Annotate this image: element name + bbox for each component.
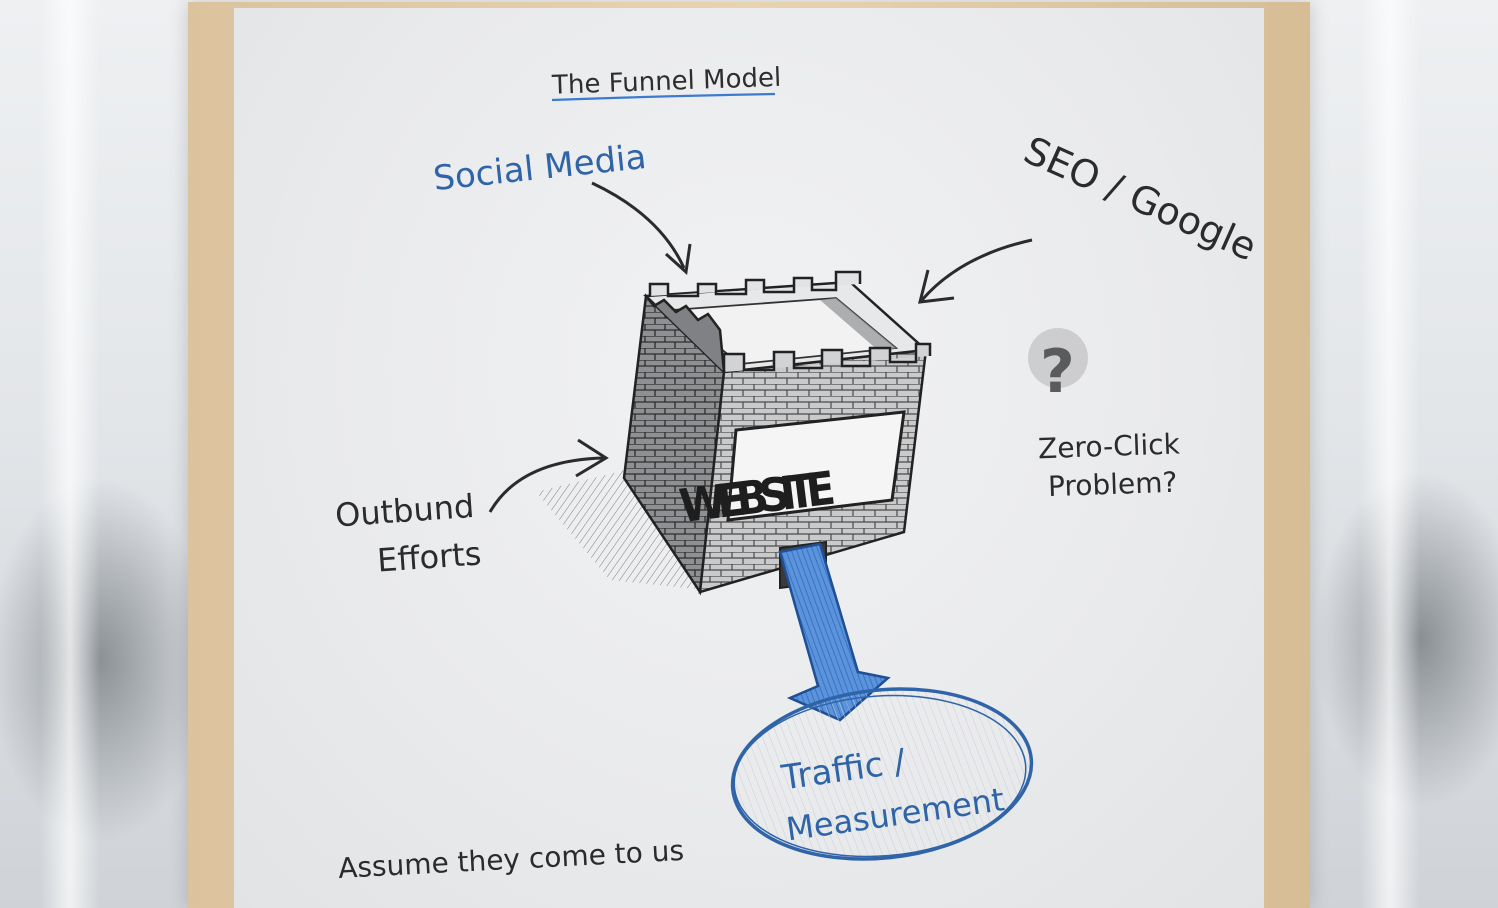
social-media-arrow bbox=[591, 181, 686, 269]
question-smudge bbox=[1028, 328, 1088, 388]
window-light bbox=[40, 0, 100, 908]
zero-click-label-line2: Problem? bbox=[1047, 466, 1177, 503]
tower-battlements-left bbox=[645, 295, 726, 373]
question-mark-icon: ? bbox=[1040, 337, 1075, 407]
tower-battlements-back bbox=[648, 270, 862, 298]
website-sign bbox=[726, 410, 906, 522]
traffic-oval-stroke bbox=[733, 694, 1027, 858]
window-light bbox=[1360, 0, 1420, 908]
title-underline bbox=[551, 92, 776, 102]
assumption-note: Assume they come to us bbox=[337, 834, 684, 885]
outbound-arrow bbox=[488, 456, 605, 513]
tower-battlements-front bbox=[722, 342, 932, 372]
arrowhead-icon bbox=[664, 243, 692, 275]
arrowhead-icon bbox=[575, 438, 609, 478]
tower-inner-shade bbox=[820, 298, 896, 352]
zero-click-label-line1: Zero-Click bbox=[1038, 427, 1182, 465]
social-media-label: Social Media bbox=[431, 137, 648, 199]
outbound-label-line2: Efforts bbox=[376, 534, 483, 579]
outbound-label-line1: Outbund bbox=[334, 487, 476, 535]
tower-shadow bbox=[536, 470, 706, 590]
traffic-oval bbox=[730, 687, 1034, 861]
seo-label: SEO / Google bbox=[1018, 128, 1263, 269]
arrowhead-icon bbox=[918, 269, 955, 304]
seo-arrow bbox=[920, 238, 1033, 301]
